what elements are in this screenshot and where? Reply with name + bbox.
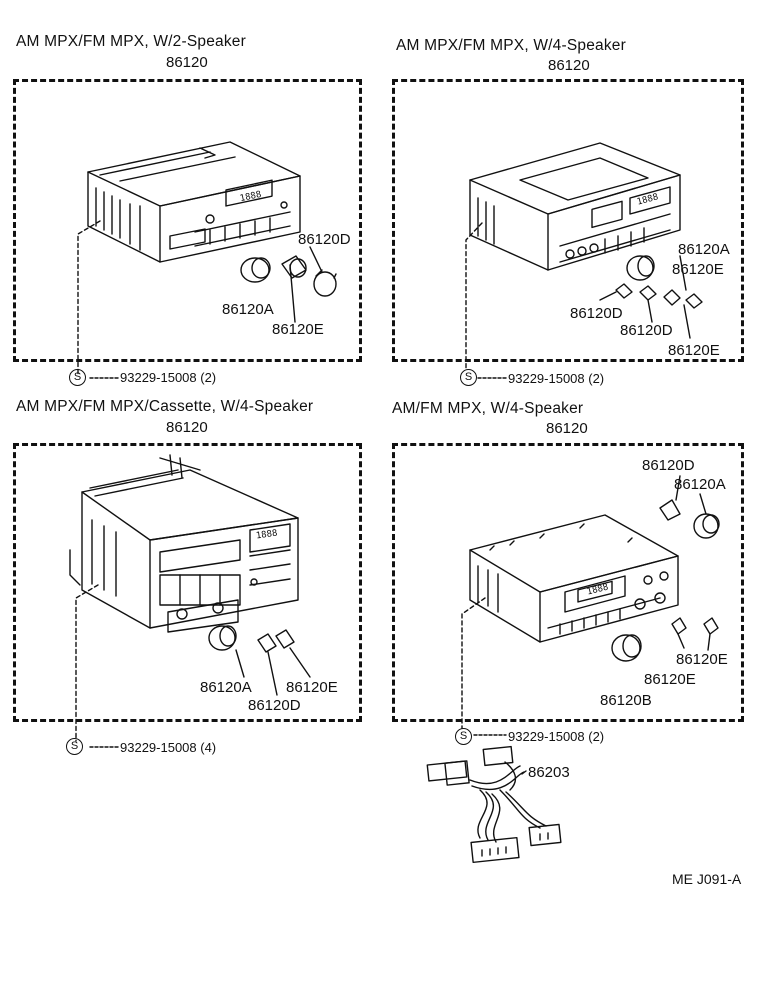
leader-harness — [521, 770, 527, 775]
knob-86120A-p4 — [693, 513, 720, 539]
leader-p2-e-top — [679, 255, 687, 291]
leader-p3-d — [267, 651, 278, 696]
knob-86120D-p2a — [615, 283, 633, 299]
knob-86120A-p1 — [240, 257, 271, 283]
leader-p4-d — [675, 475, 681, 501]
panel-1-label-86120E: 86120E — [272, 321, 324, 338]
knob-86120D-p4 — [659, 499, 681, 521]
panel-3-label-86120E: 86120E — [286, 679, 338, 696]
panel-2-label-86120E-top: 86120E — [672, 261, 724, 278]
panel-4-title: AM/FM MPX, W/4-Speaker — [392, 400, 584, 417]
knob-86120E-p4-right — [703, 617, 719, 635]
panel-2-screw-symbol: S — [460, 369, 477, 386]
knob-86120D-p2b — [639, 285, 657, 301]
leader-p2-d2 — [647, 299, 653, 323]
panel-4-label-86120E-mid: 86120E — [644, 671, 696, 688]
panel-3-label-86120A: 86120A — [200, 679, 252, 696]
radio-unit-1 — [87, 141, 301, 263]
panel-3-title: AM MPX/FM MPX/Cassette, W/4-Speaker — [16, 398, 314, 415]
panel-2-part-number: 86120 — [548, 57, 590, 74]
leader-p2-screw — [465, 222, 483, 371]
radio-unit-2 — [469, 142, 681, 271]
panel-2-label-86120A: 86120A — [678, 241, 730, 258]
panel-2-label-86120E-bottom: 86120E — [668, 342, 720, 359]
leader-p3-a — [235, 649, 245, 678]
leader-p4-e-right — [707, 633, 711, 651]
leader-p4-a — [699, 493, 707, 515]
leader-p3-e — [289, 647, 311, 678]
leader-p2-d1 — [599, 291, 617, 301]
knob-86120A-p3 — [208, 625, 237, 651]
leader-p1-e — [289, 264, 296, 323]
knob-86120E-p4-mid — [671, 617, 687, 635]
radio-unit-4 — [469, 514, 679, 643]
wire-harness — [426, 745, 562, 864]
panel-4-label-86120A: 86120A — [674, 476, 726, 493]
panel-1-title: AM MPX/FM MPX, W/2-Speaker — [16, 33, 246, 50]
panel-3-frame — [13, 443, 362, 722]
knob-86120A-p2 — [626, 255, 655, 281]
leader-p1-d — [309, 246, 323, 273]
panel-1-frame — [13, 79, 362, 362]
panel-4-label-86120E-right: 86120E — [676, 651, 728, 668]
drawing-code: ME J091-A — [672, 871, 742, 887]
panel-2-screw-label: 93229-15008 (2) — [508, 371, 605, 386]
panel-4-part-number: 86120 — [546, 420, 588, 437]
panel-4-screw-symbol: S — [455, 728, 472, 745]
panel-2-frame — [392, 79, 744, 362]
panel-3-label-86120D: 86120D — [248, 697, 301, 714]
knob-86120E-p2b — [685, 293, 703, 309]
panel-4-label-86120B: 86120B — [600, 692, 652, 709]
leader-p2-e — [683, 304, 691, 339]
leader-p3-screw — [75, 584, 99, 742]
panel-3-part-number: 86120 — [166, 419, 208, 436]
panel-3-screw-label: 93229-15008 (4) — [120, 740, 217, 755]
panel-1-screw-symbol: S — [69, 369, 86, 386]
panel-1-part-number: 86120 — [166, 54, 208, 71]
knob-86120E-p2a — [663, 289, 681, 306]
panel-1-screw-label: 93229-15008 (2) — [120, 370, 217, 385]
panel-3-screw-symbol: S — [66, 738, 83, 755]
radio-unit-3 — [69, 454, 299, 633]
leader-p4-screw — [461, 597, 486, 729]
panel-2-label-86120D-1: 86120D — [570, 305, 623, 322]
harness-label-86203: 86203 — [528, 764, 570, 781]
panel-2-title: AM MPX/FM MPX, W/4-Speaker — [396, 37, 626, 54]
leader-p1-screw — [77, 220, 101, 375]
panel-4-screw-label: 93229-15008 (2) — [508, 729, 605, 744]
knob-86120E-p3 — [275, 629, 295, 649]
panel-4-label-86120D: 86120D — [642, 457, 695, 474]
leader-p4-e-mid — [677, 633, 685, 649]
knob-86120E-p1 — [281, 255, 307, 279]
knob-86120D-p3 — [257, 633, 277, 653]
knob-86120D-p1 — [313, 269, 337, 297]
panel-4-frame — [392, 443, 744, 722]
panel-2-label-86120D-2: 86120D — [620, 322, 673, 339]
panel-1-label-86120D: 86120D — [298, 231, 351, 248]
panel-1-label-86120A: 86120A — [222, 301, 274, 318]
knob-86120B-p4 — [611, 634, 642, 662]
